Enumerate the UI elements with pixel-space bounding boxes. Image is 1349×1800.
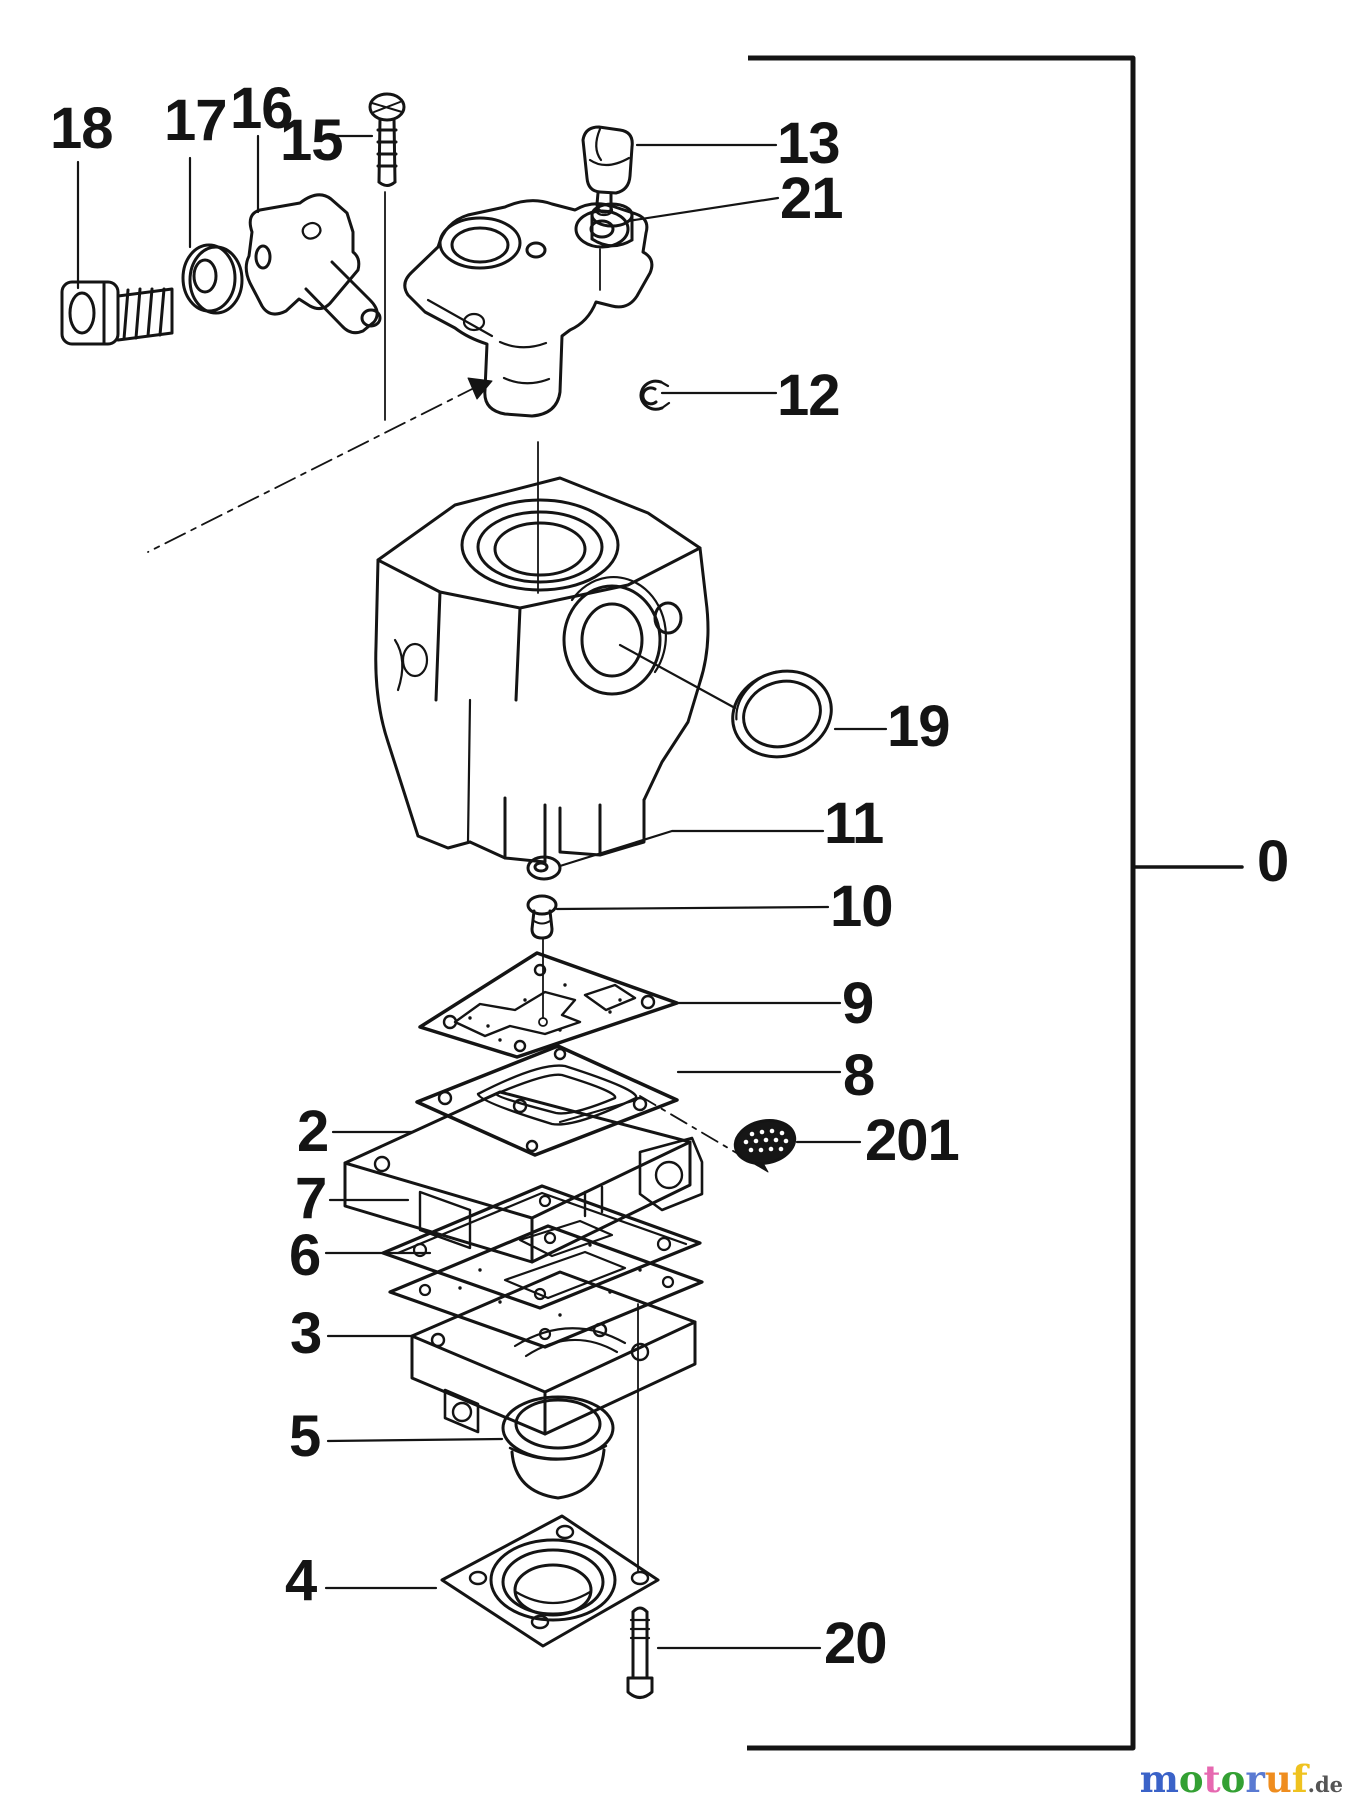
callout-0: 0: [1257, 829, 1289, 894]
part-10-inlet-valve: [526, 894, 558, 940]
watermark-letter: m: [1139, 1757, 1179, 1800]
part-11-ring: [526, 855, 562, 881]
part-19-seal-ring: [731, 669, 833, 759]
part-6-diaphragm: [388, 1224, 704, 1349]
callout-4: 4: [285, 1548, 317, 1613]
part-9-gasket: [418, 951, 679, 1059]
callout-8: 8: [843, 1043, 875, 1108]
part-7-gasket: [381, 1184, 702, 1310]
part-12-clip: [639, 379, 671, 411]
callout-11: 11: [824, 791, 884, 856]
callout-19: 19: [887, 694, 951, 759]
callout-21: 21: [780, 166, 844, 231]
watermark-letter: f: [1291, 1757, 1308, 1800]
part-5-pump-cup: [501, 1395, 615, 1500]
carburetor-upper-body: [403, 199, 654, 418]
part-8-gasket: [415, 1044, 679, 1157]
watermark-letter: t: [1203, 1757, 1221, 1800]
assembly-bracket: [747, 55, 1244, 1751]
part-15-screw: [368, 92, 406, 187]
part-13-choke-cap: [581, 125, 634, 217]
callout-5: 5: [289, 1404, 321, 1469]
callout-6: 6: [289, 1223, 321, 1288]
watermark-letter: r: [1245, 1757, 1265, 1800]
part-17-collar: [181, 243, 244, 315]
centerlines: [147, 191, 769, 1573]
part-20-screw: [626, 1606, 654, 1699]
callout-9: 9: [842, 971, 874, 1036]
part-4-bottom-cover: [440, 1514, 660, 1648]
part-3-lower-body: [410, 1270, 697, 1436]
callout-2: 2: [297, 1099, 329, 1164]
callout-15: 15: [280, 108, 344, 173]
callout-12: 12: [777, 363, 841, 428]
callout-10: 10: [830, 874, 894, 939]
carburetor-main-body: [374, 476, 710, 864]
callout-7: 7: [295, 1166, 327, 1231]
part-201-screen: [733, 1119, 797, 1165]
part-21-washer: [574, 209, 630, 249]
watermark-suffix: .de: [1307, 1772, 1343, 1797]
watermark-letter: o: [1220, 1757, 1246, 1800]
leader-lines: [76, 134, 888, 1650]
callout-16: 16: [230, 76, 294, 141]
callout-13: 13: [777, 111, 841, 176]
callout-201: 201: [865, 1108, 960, 1173]
callout-20: 20: [824, 1611, 888, 1676]
watermark-logo: motoruf.de: [1140, 1761, 1343, 1798]
watermark-letter: o: [1178, 1757, 1204, 1800]
callout-18: 18: [50, 96, 114, 161]
watermark-letter: u: [1264, 1757, 1292, 1800]
callout-3: 3: [290, 1301, 322, 1366]
part-18-socket-screw: [60, 280, 174, 346]
part-16-bracket-lever: [244, 193, 382, 335]
callout-17: 17: [164, 88, 228, 153]
